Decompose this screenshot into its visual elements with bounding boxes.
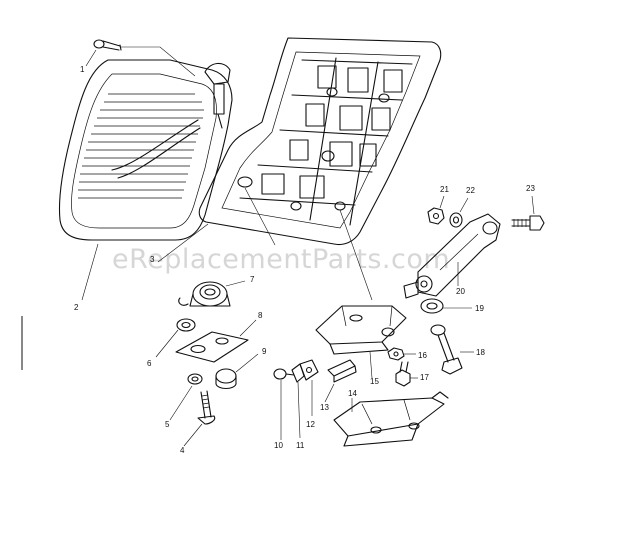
label-21: 21 xyxy=(440,185,449,194)
label-1: 1 xyxy=(80,65,85,74)
watermark: eReplacementParts.com xyxy=(112,244,450,275)
part-9-cap xyxy=(215,353,259,390)
base-plate-ribs xyxy=(239,57,413,226)
part-20-arm xyxy=(403,213,501,299)
label-9: 9 xyxy=(262,347,267,356)
label-17: 17 xyxy=(420,373,429,382)
label-14: 14 xyxy=(348,389,357,398)
leader-p3 xyxy=(157,223,209,263)
part-17-bolt xyxy=(395,361,418,387)
label-20: 20 xyxy=(456,287,465,296)
part-19-washer xyxy=(420,298,472,314)
part-12-bracket xyxy=(299,359,319,416)
label-23: 23 xyxy=(526,184,535,193)
label-7: 7 xyxy=(250,275,255,284)
part-14-lower-bracket xyxy=(333,391,449,447)
label-11: 11 xyxy=(296,441,305,450)
part-6-washer xyxy=(155,318,196,358)
label-8: 8 xyxy=(258,311,263,320)
part-8-plate xyxy=(175,319,257,363)
part-22-washer xyxy=(449,197,469,228)
part-15-upper-bracket xyxy=(315,305,407,379)
part-5-nut xyxy=(169,373,203,421)
part-21-nut xyxy=(427,195,445,225)
part-2-shoe xyxy=(58,59,233,241)
part-13-angle-bracket xyxy=(324,359,357,403)
label-13: 13 xyxy=(320,403,329,412)
part-23-screw xyxy=(511,195,545,231)
label-22: 22 xyxy=(466,186,475,195)
label-19: 19 xyxy=(475,304,484,313)
label-10: 10 xyxy=(274,441,283,450)
label-2: 2 xyxy=(74,303,79,312)
shoe-ridges xyxy=(78,93,204,199)
label-5: 5 xyxy=(165,420,170,429)
label-4: 4 xyxy=(180,446,185,455)
part-3-base-plate xyxy=(198,37,442,301)
label-15: 15 xyxy=(370,377,379,386)
part-10-screw xyxy=(273,368,295,440)
label-18: 18 xyxy=(476,348,485,357)
leader-p1 xyxy=(85,49,97,67)
label-3: 3 xyxy=(150,255,155,264)
part-labels: 1 2 3 4 5 6 7 8 9 10 11 12 13 14 15 16 1… xyxy=(74,65,535,455)
part-4-bolt xyxy=(183,390,216,447)
label-6: 6 xyxy=(147,359,152,368)
part-1-screw xyxy=(93,39,196,77)
part-16-nut xyxy=(387,347,416,361)
leader-p2 xyxy=(81,243,99,301)
label-12: 12 xyxy=(306,420,315,429)
part-11-clip xyxy=(291,363,305,439)
part-7-knob xyxy=(178,280,246,307)
label-16: 16 xyxy=(418,351,427,360)
part-18-long-bolt xyxy=(430,324,474,375)
